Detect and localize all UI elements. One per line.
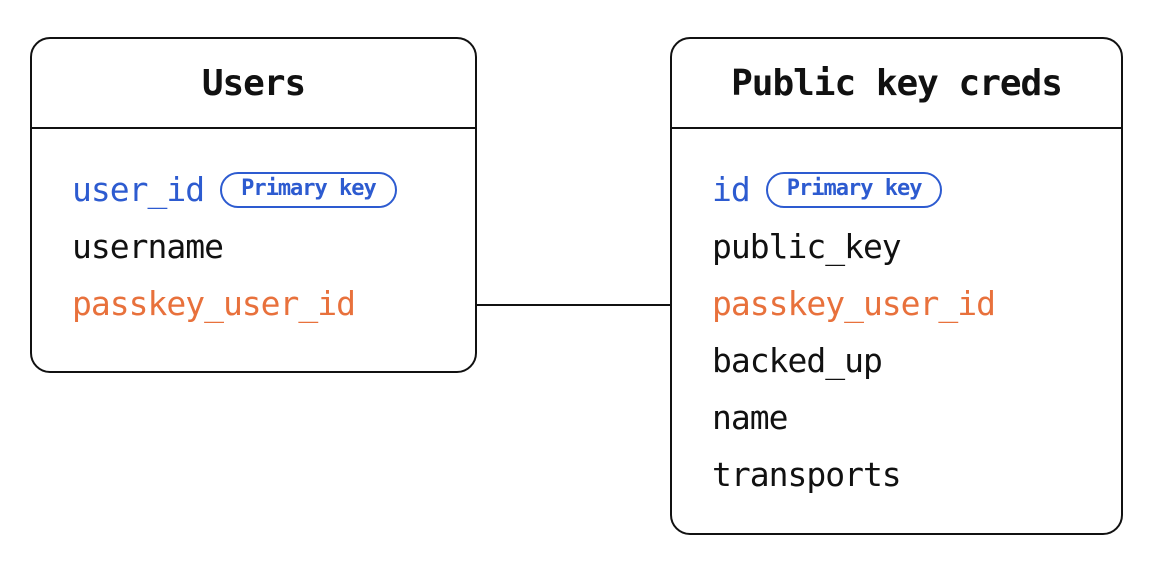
primary-key-badge: Primary key <box>220 171 397 208</box>
users-table-title: Users <box>201 62 306 104</box>
relationship-line <box>477 304 670 306</box>
field-backed-up: backed_up <box>712 341 883 380</box>
table-row: transports <box>712 446 1121 503</box>
users-table-header: Users <box>32 39 475 129</box>
table-row: id Primary key <box>712 161 1121 218</box>
public-key-creds-table: Public key creds id Primary key public_k… <box>670 37 1123 535</box>
public-key-creds-table-header: Public key creds <box>672 39 1121 129</box>
field-passkey-user-id: passkey_user_id <box>72 284 356 323</box>
public-key-creds-table-title: Public key creds <box>731 62 1063 104</box>
table-row: passkey_user_id <box>72 275 475 332</box>
field-transports: transports <box>712 455 902 494</box>
users-table: Users user_id Primary key username passk… <box>30 37 477 373</box>
primary-key-badge: Primary key <box>765 171 943 208</box>
table-row: public_key <box>712 218 1121 275</box>
public-key-creds-table-body: id Primary key public_key passkey_user_i… <box>672 129 1121 503</box>
users-table-body: user_id Primary key username passkey_use… <box>32 129 475 332</box>
table-row: passkey_user_id <box>712 275 1121 332</box>
field-name: name <box>712 398 788 437</box>
field-passkey-user-id: passkey_user_id <box>712 284 996 323</box>
field-id: id <box>712 170 751 209</box>
table-row: username <box>72 218 475 275</box>
field-public-key: public_key <box>712 227 902 266</box>
table-row: user_id Primary key <box>72 161 475 218</box>
field-user-id: user_id <box>72 170 205 209</box>
field-username: username <box>72 227 224 266</box>
table-row: name <box>712 389 1121 446</box>
table-row: backed_up <box>712 332 1121 389</box>
